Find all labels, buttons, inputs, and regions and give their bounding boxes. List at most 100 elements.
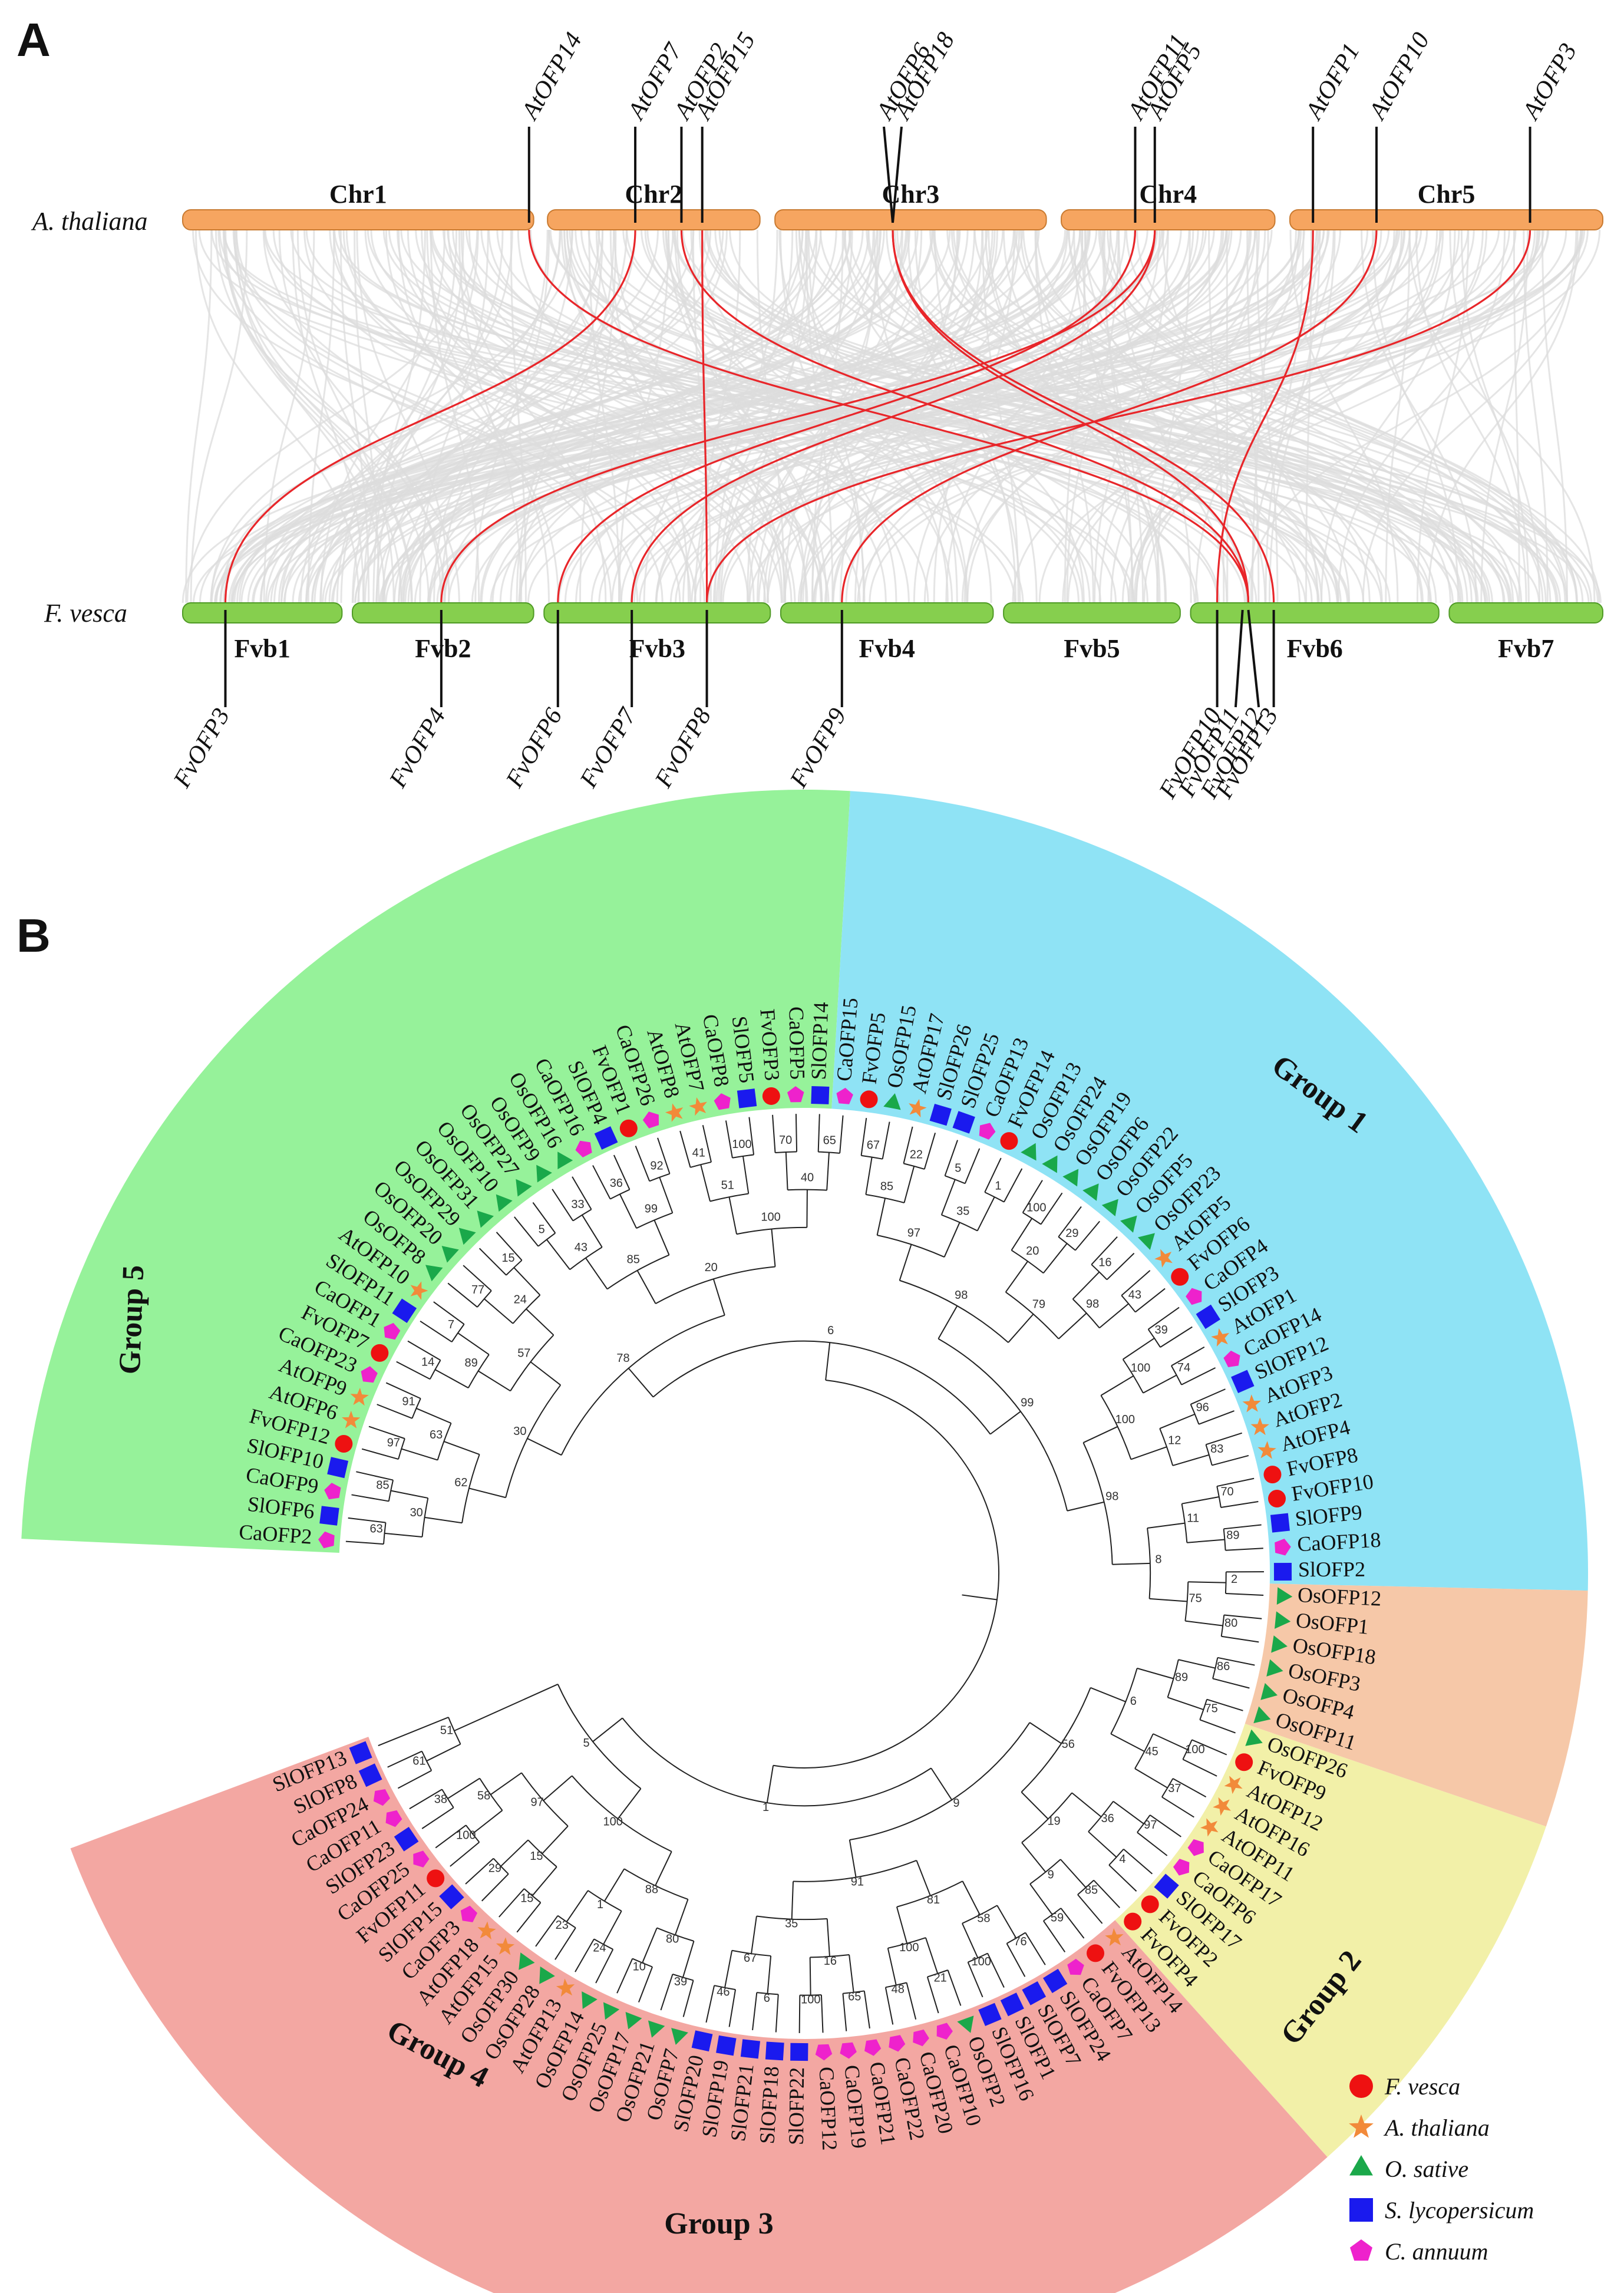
chromosome-label-chr5: Chr5 (1418, 180, 1476, 209)
background-synteny-link (397, 229, 793, 603)
bootstrap-value: 43 (575, 1241, 587, 1254)
species-marker-caofp2 (318, 1531, 335, 1549)
bootstrap-value: 4 (1119, 1853, 1125, 1866)
tree-branch (345, 1540, 384, 1545)
species-marker-fvofp2 (1141, 1895, 1159, 1913)
bootstrap-value: 35 (785, 1918, 798, 1931)
tree-branch (1043, 1920, 1066, 1953)
tree-branch (655, 1851, 672, 1886)
tree-branch (1021, 1842, 1047, 1873)
tree-branch (752, 1992, 758, 2031)
gene-marker-atofp6 (883, 126, 894, 223)
species-marker-slofp22 (790, 2043, 808, 2061)
tree-node-arc (622, 1717, 932, 1807)
tree-branch (700, 1164, 711, 1202)
tree-node-arc (493, 1858, 509, 1875)
background-synteny-link (440, 229, 573, 603)
species-marker-osofp29 (458, 1228, 476, 1245)
leaf-label-fvofp3: FvOFP3 (755, 1008, 784, 1082)
tree-branch (499, 1888, 525, 1918)
tree-branch (1060, 1908, 1085, 1939)
bootstrap-value: 97 (1144, 1819, 1157, 1832)
bootstrap-value: 35 (956, 1205, 969, 1218)
species-marker-osofp10 (496, 1194, 513, 1212)
tree-node-arc (1216, 1486, 1222, 1508)
background-synteny-link (1143, 229, 1444, 603)
sector-group-3 (1245, 1583, 1588, 1827)
tree-branch (767, 1955, 772, 1994)
species-marker-slofp1 (1000, 1992, 1024, 2017)
tree-branch (1008, 1314, 1034, 1343)
species-marker-caofp23 (361, 1366, 378, 1383)
species-marker-caofp16 (575, 1140, 592, 1157)
ofp-synteny-link-atofp7-fvofp3 (224, 229, 636, 603)
background-synteny-link (1362, 229, 1577, 603)
species-markers (318, 1086, 1293, 2061)
tree-branch (1190, 1388, 1226, 1405)
bootstrap-value: 1 (763, 1801, 769, 1814)
background-synteny-link (1084, 229, 1266, 603)
bootstrap-value: 16 (824, 1955, 837, 1968)
tree-branch (443, 1441, 480, 1456)
tree-node-arc (1159, 1428, 1174, 1466)
synteny-background (181, 229, 1602, 603)
tree-branch (1148, 1306, 1180, 1330)
gene-label-fvofp3: FvOFP3 (168, 704, 235, 793)
bootstrap-value: 36 (1101, 1812, 1114, 1825)
background-synteny-link (1118, 229, 1192, 603)
species-marker-atofp3 (1242, 1394, 1261, 1413)
tree-branch (384, 1532, 422, 1538)
species-marker-osofp17 (625, 2012, 642, 2030)
tree-branch (592, 1165, 611, 1200)
species-marker-caofp12 (815, 2044, 833, 2061)
tree-branch (582, 1215, 603, 1248)
tree-branch (660, 1974, 674, 2011)
chromosome-label-fvb1: Fvb1 (235, 634, 291, 663)
legend-marker-o-sative (1349, 2155, 1373, 2176)
tree-branch (1221, 1635, 1259, 1643)
tree-branch (572, 1176, 592, 1210)
tree-branch (925, 1937, 939, 1974)
panel-b-label: B (16, 909, 51, 962)
bootstrap-value: 37 (1168, 1782, 1181, 1795)
tree-node-arc (1205, 1444, 1213, 1466)
species-marker-osofp2 (957, 2015, 974, 2033)
ofp-synteny-link-atofp3-fvofp8 (705, 229, 1531, 603)
tree-branch (849, 1954, 854, 1992)
bootstrap-value: 36 (610, 1177, 623, 1190)
species-marker-caofp24 (373, 1789, 390, 1806)
species-marker-caofp9 (324, 1483, 341, 1500)
tree-branch (674, 1899, 689, 1935)
bootstrap-value: 100 (1115, 1413, 1135, 1426)
tree-branch (1172, 1454, 1210, 1466)
species-marker-slofp6 (319, 1506, 339, 1526)
leaf-label-caofp5: CaOFP5 (784, 1007, 809, 1080)
bootstrap-value: 97 (387, 1436, 400, 1449)
tree-branch (887, 1948, 897, 1985)
gene-label-atofp1: AtOFP1 (1300, 39, 1365, 126)
tree-node-arc (1190, 1404, 1200, 1425)
species-marker-slofp2 (1273, 1562, 1292, 1581)
background-synteny-link (185, 229, 213, 603)
tree-branch (1150, 1814, 1181, 1837)
background-synteny-link (319, 229, 604, 603)
bootstrap-value: 45 (1145, 1746, 1158, 1758)
legend-label-o-sative: O. sative (1385, 2156, 1468, 2182)
tree-branch (595, 1949, 614, 1984)
tree-branch (1199, 1719, 1236, 1734)
tree-branch (772, 1114, 776, 1153)
species-marker-fvofp14 (1000, 1132, 1018, 1150)
tree-branch (817, 1114, 820, 1152)
tree-branch (1005, 1261, 1028, 1293)
tree-node-arc (557, 1915, 576, 1929)
tree-branch (416, 1407, 451, 1424)
tree-branch (826, 1918, 830, 1957)
tree-branch (1143, 1374, 1177, 1394)
leaf-label-slofp14: SlOFP14 (807, 1002, 833, 1080)
ofp-synteny-link-atofp18-fvofp12 (892, 229, 1250, 603)
bootstrap-value: 85 (880, 1180, 893, 1193)
tree-node-arc (938, 1338, 1068, 1512)
tree-branch (1137, 1667, 1174, 1680)
chromosome-chr5 (1289, 209, 1604, 230)
